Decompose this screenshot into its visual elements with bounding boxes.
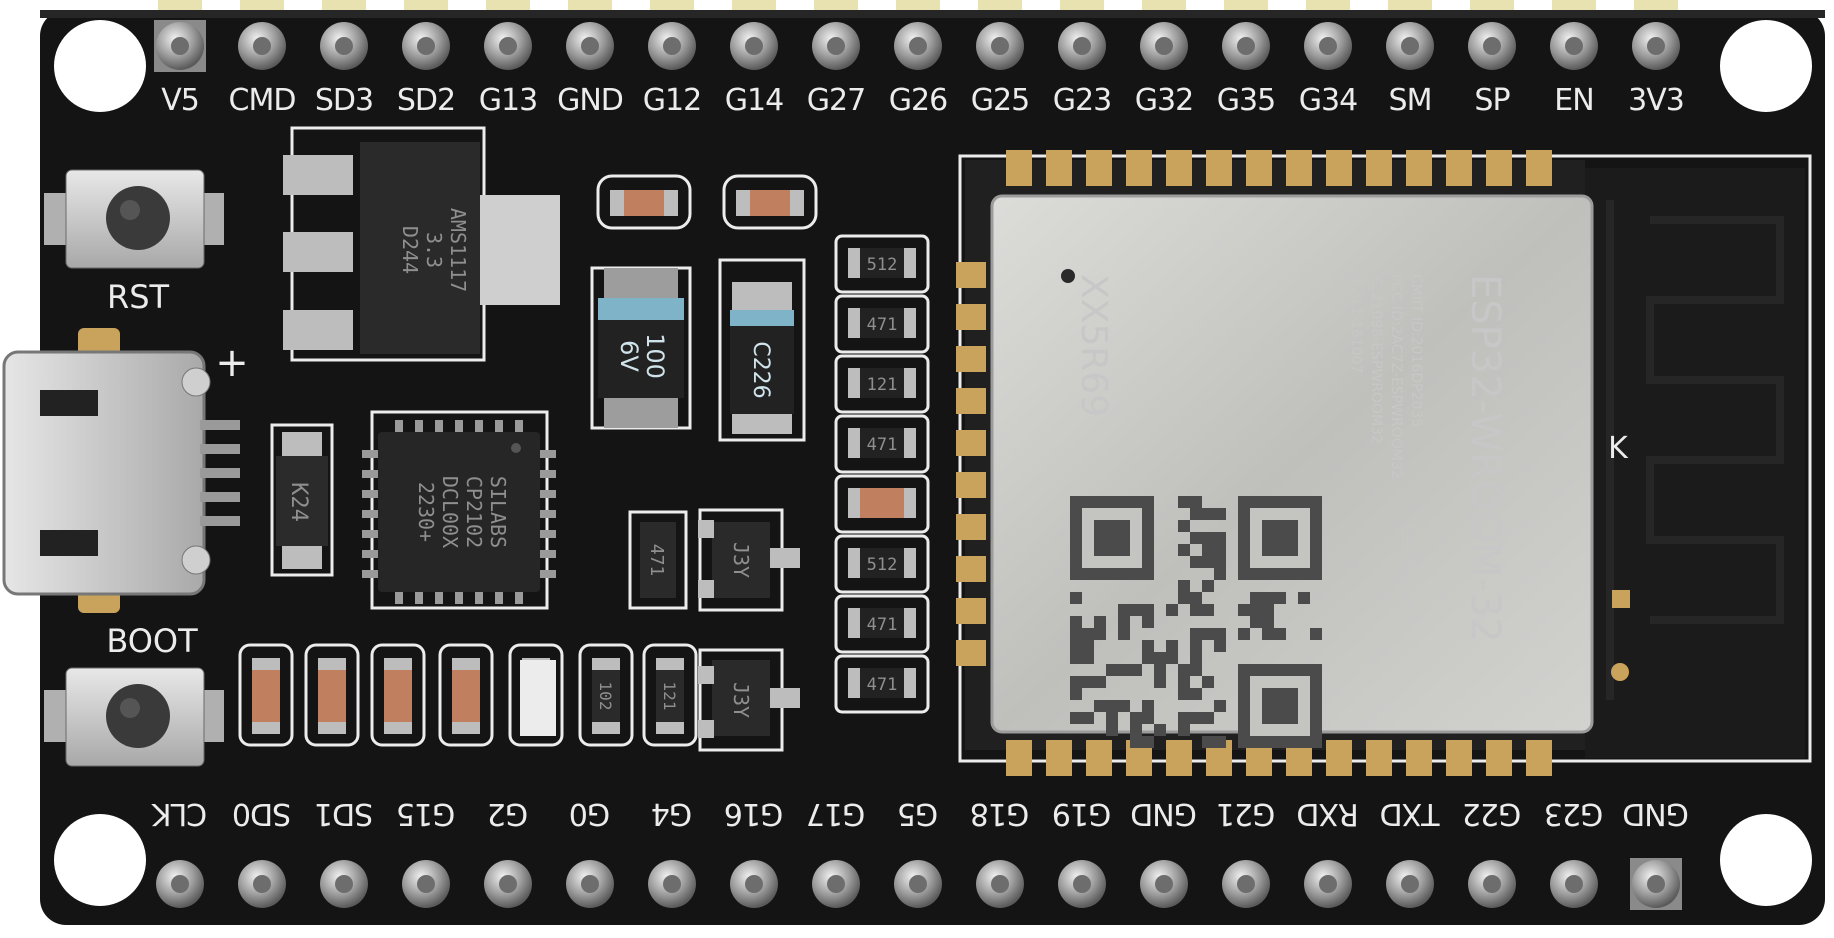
reset-label: RST [107, 278, 170, 316]
bottom-pin-label: G21 [1217, 796, 1275, 831]
reset-button[interactable] [44, 169, 224, 269]
top-pin-label: V5 [161, 83, 199, 118]
boot-button[interactable] [44, 667, 224, 767]
electrolytic-line-2: 6V [615, 340, 643, 372]
bottom-pin-label: G5 [898, 796, 938, 831]
top-pin-label: G27 [807, 83, 865, 118]
resistor-label: 121 [660, 682, 679, 711]
top-pin-label: G34 [1299, 83, 1357, 118]
diode: K24 [270, 423, 334, 577]
usb-bridge-line-1: SILABS [486, 476, 510, 548]
bottom-pin-label: SD1 [315, 796, 373, 831]
top-pin-label: SP [1474, 83, 1510, 118]
bottom-pin-label: G16 [725, 796, 783, 831]
bottom-pin-label: G19 [1053, 796, 1111, 831]
bottom-pin-label: G18 [971, 796, 1029, 831]
bottom-pin-label: GND [1131, 796, 1197, 831]
plus-mark: + [215, 340, 249, 386]
top-pin-label: G32 [1135, 83, 1193, 118]
module-name: ESP32-WROOM-32 [1462, 274, 1508, 643]
top-pin-label: G13 [479, 83, 537, 118]
bottom-pin-label: G15 [397, 796, 455, 831]
top-pin-label: 3V3 [1628, 83, 1684, 118]
regulator-line-1: AMS1117 [446, 208, 470, 292]
top-pin-label: SM [1389, 83, 1432, 118]
top-pin-label: G12 [643, 83, 701, 118]
bottom-pin-label: G17 [807, 796, 865, 831]
micro-usb-connector [2, 328, 240, 613]
smd-component-row: 102 121 [238, 643, 698, 747]
resistor-label: 471 [867, 675, 898, 695]
module-vendor: ESPRESSIF [1398, 524, 1417, 609]
tantalum-label: C226 [748, 341, 773, 398]
resistor-label: 102 [596, 682, 615, 711]
module-fine-2: FCC ID:2AC7Z-ESPWROOM32 [1388, 274, 1404, 479]
top-header-pins [154, 0, 1680, 72]
transistor-label-1: J3Y [729, 542, 753, 578]
top-pin-label: SD2 [397, 83, 455, 118]
ceramic-capacitor [596, 174, 692, 230]
resistor-label: 512 [867, 555, 898, 575]
top-pin-label: SD3 [315, 83, 373, 118]
bottom-pin-label: TXD [1381, 796, 1441, 831]
resistor-label: 121 [867, 375, 898, 395]
electrolytic-capacitor: 100 6V [590, 266, 692, 430]
top-pin-label: G35 [1217, 83, 1275, 118]
mounting-holes [54, 20, 1812, 906]
bottom-pin-label: SD0 [233, 796, 291, 831]
top-pin-label: CMD [229, 83, 296, 118]
bottom-pin-label: GND [1623, 796, 1689, 831]
electrolytic-line-1: 100 [641, 333, 669, 379]
module-fine-3: IC:21098-ESPWROOM32 [1368, 274, 1384, 444]
diode-label: K24 [286, 482, 311, 522]
transistor: J3Y [698, 648, 800, 752]
top-pin-label: G23 [1053, 83, 1111, 118]
antenna-mark: K [1608, 431, 1629, 466]
usb-bridge-line-3: DCL00X [438, 476, 462, 548]
regulator-line-3: D244 [398, 226, 422, 274]
resistor-label: 471 [867, 315, 898, 335]
usb-bridge-line-2: CP2102 [462, 476, 486, 548]
module-fine-4: R 211-161007 [1348, 274, 1364, 373]
transistor-label-2: J3Y [729, 682, 753, 718]
bottom-header-pins [156, 858, 1682, 910]
esp32-module: K ESP32-WROOM-32 XX5R69 CMIIT ID:2016DP2… [956, 150, 1812, 776]
top-pin-label: G14 [725, 83, 783, 118]
top-pin-label: GND [557, 83, 623, 118]
bottom-pin-label: G0 [570, 796, 610, 831]
usb-bridge-chip: SILABS CP2102 DCL00X 2230+ [362, 410, 556, 610]
resistor-label: 471 [867, 435, 898, 455]
resistor: 471 [628, 510, 688, 610]
top-pin-label: G26 [889, 83, 947, 118]
bottom-pin-label: G23 [1545, 796, 1603, 831]
boot-label: BOOT [106, 622, 198, 660]
module-fine-1: CMIIT ID:2016DP2035 [1408, 274, 1424, 427]
bottom-pin-label: G4 [652, 796, 692, 831]
ceramic-capacitor [722, 174, 818, 230]
top-pin-labels: V5 CMD SD3 SD2 G13 GND G12 G14 G27 G26 G25 G23 G32 G3… [161, 83, 1685, 118]
resistor-label: 512 [867, 255, 898, 275]
bottom-pin-label: G22 [1463, 796, 1521, 831]
bottom-pin-label: CLK [151, 796, 208, 831]
transistor: J3Y [698, 508, 800, 612]
top-pin-label: G25 [971, 83, 1029, 118]
resistor-label: 471 [867, 615, 898, 635]
top-pin-label: EN [1554, 83, 1593, 118]
bottom-pin-label: G2 [488, 796, 528, 831]
qr-code [1070, 496, 1322, 748]
bottom-pin-labels: CLK SD0 SD1 G15 G2 G0 G4 G16 G17 G5 G18 G19 GND G21 RX… [151, 796, 1689, 831]
voltage-regulator: AMS1117 3.3 D244 [283, 126, 560, 362]
resistor-array: 512 471 121 471 512 471 471 [834, 234, 930, 714]
resistor-label-extra: 471 [646, 544, 667, 577]
usb-bridge-line-4: 2230+ [414, 482, 438, 542]
regulator-line-2: 3.3 [422, 232, 446, 268]
tantalum-capacitor: C226 [718, 258, 806, 442]
module-code: XX5R69 [1073, 274, 1114, 417]
bottom-pin-label: RXD [1297, 796, 1359, 831]
